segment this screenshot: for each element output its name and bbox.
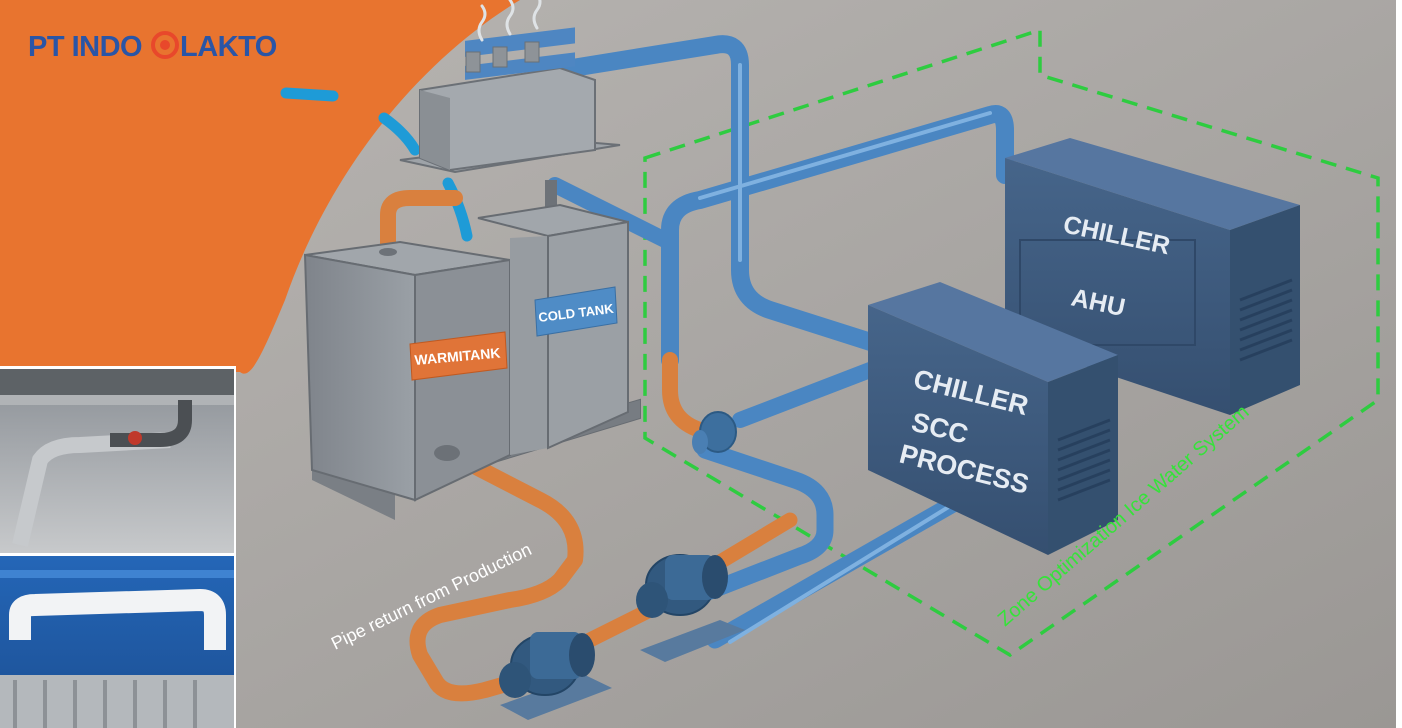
company-logo: PT INDO LAKTO	[28, 31, 277, 63]
facility-photo-inset	[0, 366, 236, 728]
zone-boundary	[643, 27, 1380, 658]
blue-pipe-highlights	[698, 63, 992, 644]
logo-text-part1: PT INDO	[28, 31, 142, 63]
cooling-tower	[399, 27, 621, 215]
logo-text-part2: LAKTO	[180, 31, 277, 63]
cold-tank	[477, 203, 629, 455]
warm-tank	[303, 240, 511, 502]
pump-lower	[499, 632, 612, 720]
warm-tank-label: WARMITANK	[414, 345, 501, 368]
warm-tank-label-plate: WARMITANK	[409, 331, 508, 381]
steam-wisps	[477, 0, 542, 42]
chiller-scc: CHILLER SCC PROCESS	[868, 282, 1118, 555]
cold-tank-label-plate: COLD TANK	[534, 286, 618, 337]
right-border	[1396, 0, 1402, 728]
pump-upper	[636, 554, 745, 662]
orange-corner-shape	[0, 0, 520, 374]
pipe-valve	[692, 411, 737, 454]
orange-pipes	[380, 190, 798, 702]
logo-o-ring-icon	[151, 31, 179, 59]
